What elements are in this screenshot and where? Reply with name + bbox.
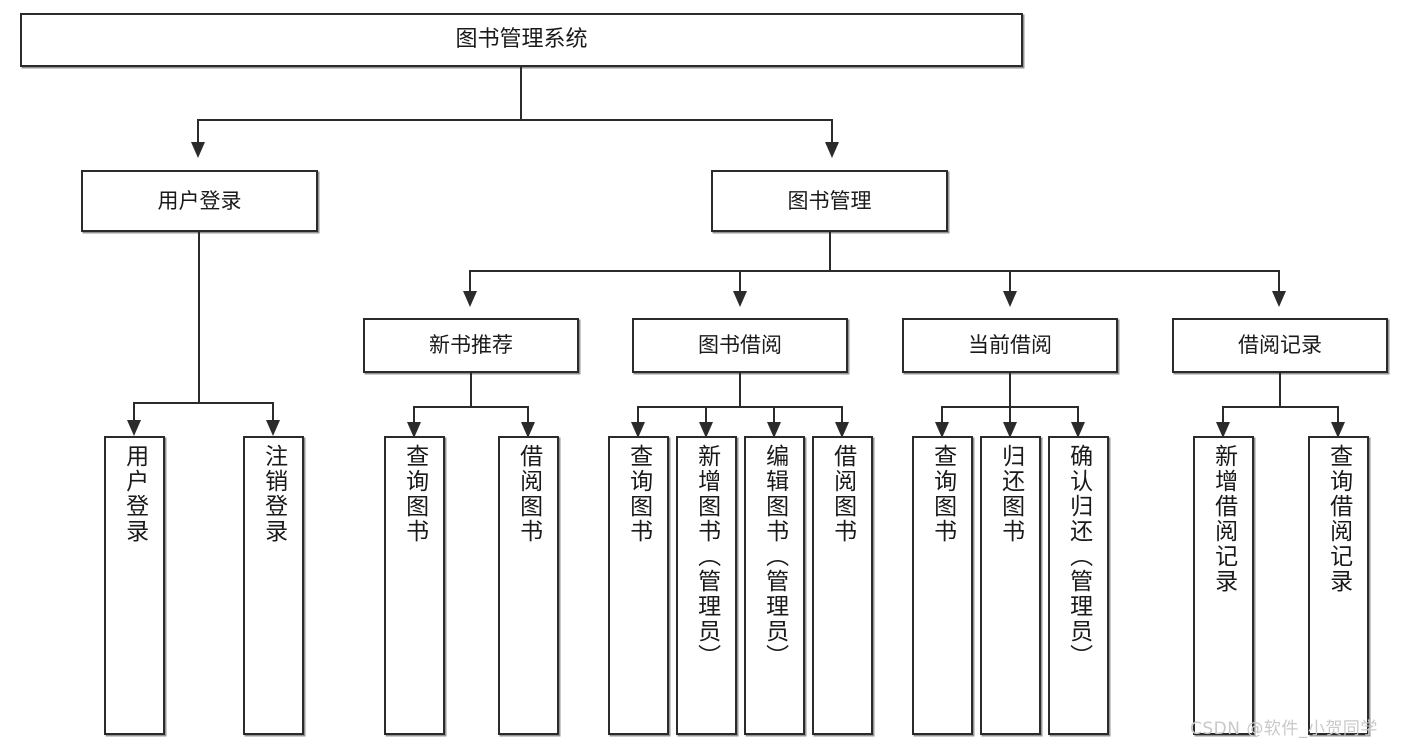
node-leaf-query-book-3[interactable]: 查询图书: [912, 436, 973, 735]
connector-drop-query-book-1: [413, 406, 415, 426]
arrowhead-book-borrow: [733, 291, 747, 307]
node-leaf-query-book-3-label: 查询图书: [929, 444, 956, 544]
arrowhead-query-book-1: [407, 422, 421, 438]
arrowhead-current-borrow: [1003, 291, 1017, 307]
node-leaf-query-record-label: 查询借阅记录: [1325, 444, 1352, 594]
node-leaf-borrow-book-1[interactable]: 借阅图书: [498, 436, 559, 735]
connector-drop-user-login: [197, 119, 199, 144]
node-root[interactable]: 图书管理系统: [20, 13, 1023, 67]
node-user-login-label: 用户登录: [157, 188, 242, 213]
node-leaf-query-book-2-label: 查询图书: [625, 444, 652, 544]
connector-root-stem: [520, 67, 522, 120]
connector-drop-return-book: [1009, 406, 1011, 426]
connector-new-book-rec-stem: [470, 373, 472, 407]
node-leaf-add-book[interactable]: 新增图书（管理员）: [676, 436, 737, 735]
connector-drop-query-book-3: [941, 406, 943, 426]
node-leaf-edit-book-label: 编辑图书（管理员）: [761, 444, 788, 669]
arrowhead-user-login: [191, 142, 205, 158]
connector-drop-book-manage: [831, 119, 833, 144]
node-new-book-rec[interactable]: 新书推荐: [363, 318, 579, 373]
connector-user-login-stem: [198, 232, 200, 403]
connector-drop-add-record: [1222, 406, 1224, 426]
node-leaf-borrow-book-2[interactable]: 借阅图书: [812, 436, 873, 735]
node-leaf-confirm-return-label: 确认归还（管理员）: [1065, 444, 1092, 669]
node-leaf-query-record[interactable]: 查询借阅记录: [1308, 436, 1369, 735]
arrowhead-leaf-logout: [266, 420, 280, 436]
connector-drop-query-book-2: [637, 406, 639, 426]
connector-drop-edit-book: [773, 406, 775, 426]
node-book-manage[interactable]: 图书管理: [711, 170, 948, 232]
node-book-borrow[interactable]: 图书借阅: [632, 318, 848, 373]
arrowhead-add-book: [699, 422, 713, 438]
connector-drop-add-book: [705, 406, 707, 426]
connector-drop-leaf-logout: [272, 402, 274, 424]
arrowhead-query-record: [1331, 422, 1345, 438]
connector-drop-book-borrow: [739, 270, 741, 294]
connector-drop-borrow-book-2: [841, 406, 843, 426]
node-leaf-add-book-label: 新增图书（管理员）: [693, 444, 720, 669]
node-leaf-return-book-label: 归还图书: [997, 444, 1024, 544]
node-root-label: 图书管理系统: [455, 27, 588, 52]
arrowhead-return-book: [1003, 422, 1017, 438]
node-current-borrow[interactable]: 当前借阅: [902, 318, 1118, 373]
node-leaf-borrow-book-1-label: 借阅图书: [515, 444, 542, 544]
node-new-book-rec-label: 新书推荐: [429, 333, 513, 357]
node-leaf-return-book[interactable]: 归还图书: [980, 436, 1041, 735]
connector-level1-bus: [197, 119, 833, 121]
node-leaf-user-login[interactable]: 用户登录: [104, 436, 165, 735]
arrowhead-borrow-book-2: [835, 422, 849, 438]
arrowhead-query-book-2: [631, 422, 645, 438]
node-book-borrow-label: 图书借阅: [698, 333, 782, 357]
node-leaf-edit-book[interactable]: 编辑图书（管理员）: [744, 436, 805, 735]
node-leaf-add-record-label: 新增借阅记录: [1210, 444, 1237, 594]
connector-borrow-record-stem: [1279, 373, 1281, 407]
arrowhead-confirm-return: [1071, 422, 1085, 438]
connector-book-manage-stem: [829, 232, 831, 271]
arrowhead-new-book-rec: [463, 291, 477, 307]
connector-drop-confirm-return: [1077, 406, 1079, 426]
node-leaf-query-book-2[interactable]: 查询图书: [608, 436, 669, 735]
node-leaf-query-book-1-label: 查询图书: [401, 444, 428, 544]
node-current-borrow-label: 当前借阅: [968, 333, 1052, 357]
arrowhead-edit-book: [767, 422, 781, 438]
arrowhead-leaf-user-login: [127, 420, 141, 436]
connector-book-borrow-bus: [637, 406, 843, 408]
arrowhead-add-record: [1216, 422, 1230, 438]
connector-level2-bus: [469, 270, 1280, 272]
node-book-manage-label: 图书管理: [787, 188, 872, 213]
connector-drop-current-borrow: [1009, 270, 1011, 294]
node-leaf-user-login-label: 用户登录: [121, 444, 148, 544]
connector-drop-query-record: [1337, 406, 1339, 426]
node-user-login[interactable]: 用户登录: [81, 170, 318, 232]
arrowhead-borrow-book-1: [521, 422, 535, 438]
arrowhead-borrow-record: [1272, 291, 1286, 307]
connector-drop-leaf-user-login: [133, 402, 135, 424]
node-leaf-add-record[interactable]: 新增借阅记录: [1193, 436, 1254, 735]
connector-current-borrow-stem: [1009, 373, 1011, 407]
node-leaf-logout-label: 注销登录: [260, 444, 287, 544]
node-borrow-record[interactable]: 借阅记录: [1172, 318, 1388, 373]
connector-drop-new-book-rec: [469, 270, 471, 294]
node-borrow-record-label: 借阅记录: [1238, 333, 1322, 357]
connector-borrow-record-bus: [1222, 406, 1338, 408]
node-leaf-confirm-return[interactable]: 确认归还（管理员）: [1048, 436, 1109, 735]
node-leaf-logout[interactable]: 注销登录: [243, 436, 304, 735]
csdn-watermark: CSDN @软件_小贺同学: [1190, 719, 1378, 739]
connector-drop-borrow-book-1: [527, 406, 529, 426]
connector-drop-borrow-record: [1278, 270, 1280, 294]
arrowhead-book-manage: [825, 142, 839, 158]
node-leaf-borrow-book-2-label: 借阅图书: [829, 444, 856, 544]
node-leaf-query-book-1[interactable]: 查询图书: [384, 436, 445, 735]
arrowhead-query-book-3: [935, 422, 949, 438]
connector-new-book-rec-bus: [413, 406, 528, 408]
connector-user-login-bus: [133, 402, 273, 404]
connector-book-borrow-stem: [739, 373, 741, 407]
